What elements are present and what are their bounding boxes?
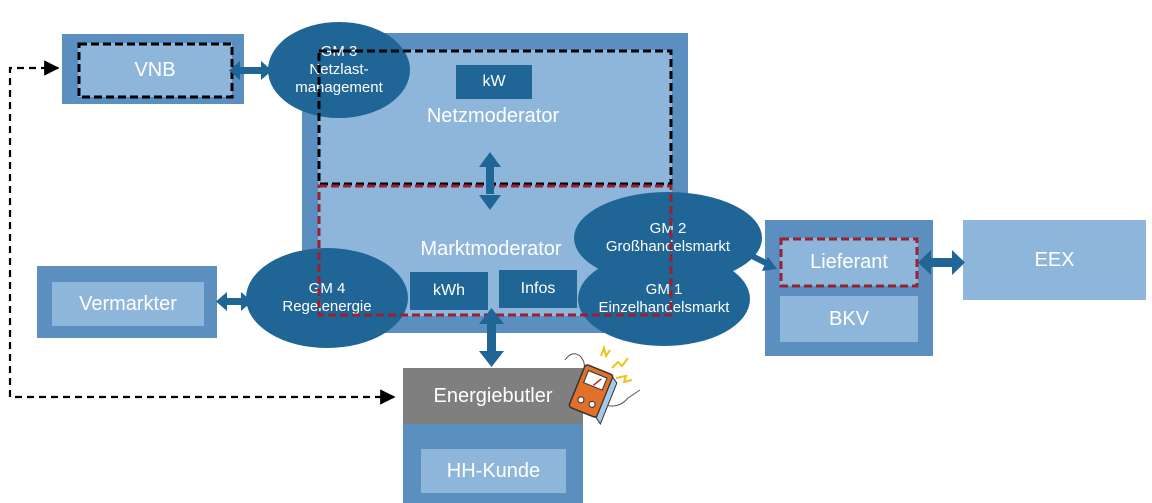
vnb-dashed-outline — [77, 42, 234, 99]
gm2-line2: Großhandelsmarkt — [605, 238, 731, 255]
eex-label: EEX — [1034, 248, 1075, 271]
gm-lieferant-arrow — [750, 253, 777, 271]
netzmoderator-unit: kW — [482, 73, 506, 90]
marktmoderator-label: Marktmoderator — [420, 238, 562, 260]
vnb-energiebutler-dashed-connector — [8, 60, 396, 405]
vermarkter-gm4-arrow — [216, 292, 252, 311]
marktmoderator-dashed-outline — [317, 184, 673, 317]
lieferant-label: Lieferant — [810, 250, 888, 273]
bkv-label: BKV — [828, 307, 870, 330]
lieferant-dashed-outline — [779, 237, 919, 288]
gm1-ellipse: GM 1 Einzelhandelsmarkt — [578, 252, 750, 346]
energiebutler-label: Energiebutler — [433, 384, 553, 407]
marktmoderator-infos-box: Infos — [499, 270, 577, 308]
vnb-gm3-arrow — [229, 61, 272, 80]
hh-kunde-label: HH-Kunde — [446, 459, 541, 482]
marktmoderator-unit: kWh — [433, 282, 465, 299]
energiebutler-box: Energiebutler — [403, 368, 583, 424]
lieferant-box: Lieferant — [780, 238, 918, 286]
bkv-box: BKV — [780, 296, 918, 342]
marktmoderator-infos: Infos — [520, 280, 556, 297]
energy-meter-icon — [564, 344, 641, 425]
gm1-line2: Einzelhandelsmarkt — [598, 299, 730, 316]
lieferant-eex-arrow — [918, 250, 965, 275]
markt-energiebutler-arrow — [479, 308, 504, 367]
gm2-line1: GM 2 — [649, 219, 687, 237]
netzmoderator-unit-box: kW — [456, 65, 532, 99]
hh-kunde-box: HH-Kunde — [421, 449, 566, 493]
netzmoderator-label: Netzmoderator — [426, 105, 560, 127]
marktmoderator-unit-box: kWh — [410, 272, 488, 310]
gm1-line1: GM 1 — [645, 280, 683, 298]
eex-box: EEX — [963, 220, 1146, 300]
netz-markt-arrow — [479, 152, 501, 210]
